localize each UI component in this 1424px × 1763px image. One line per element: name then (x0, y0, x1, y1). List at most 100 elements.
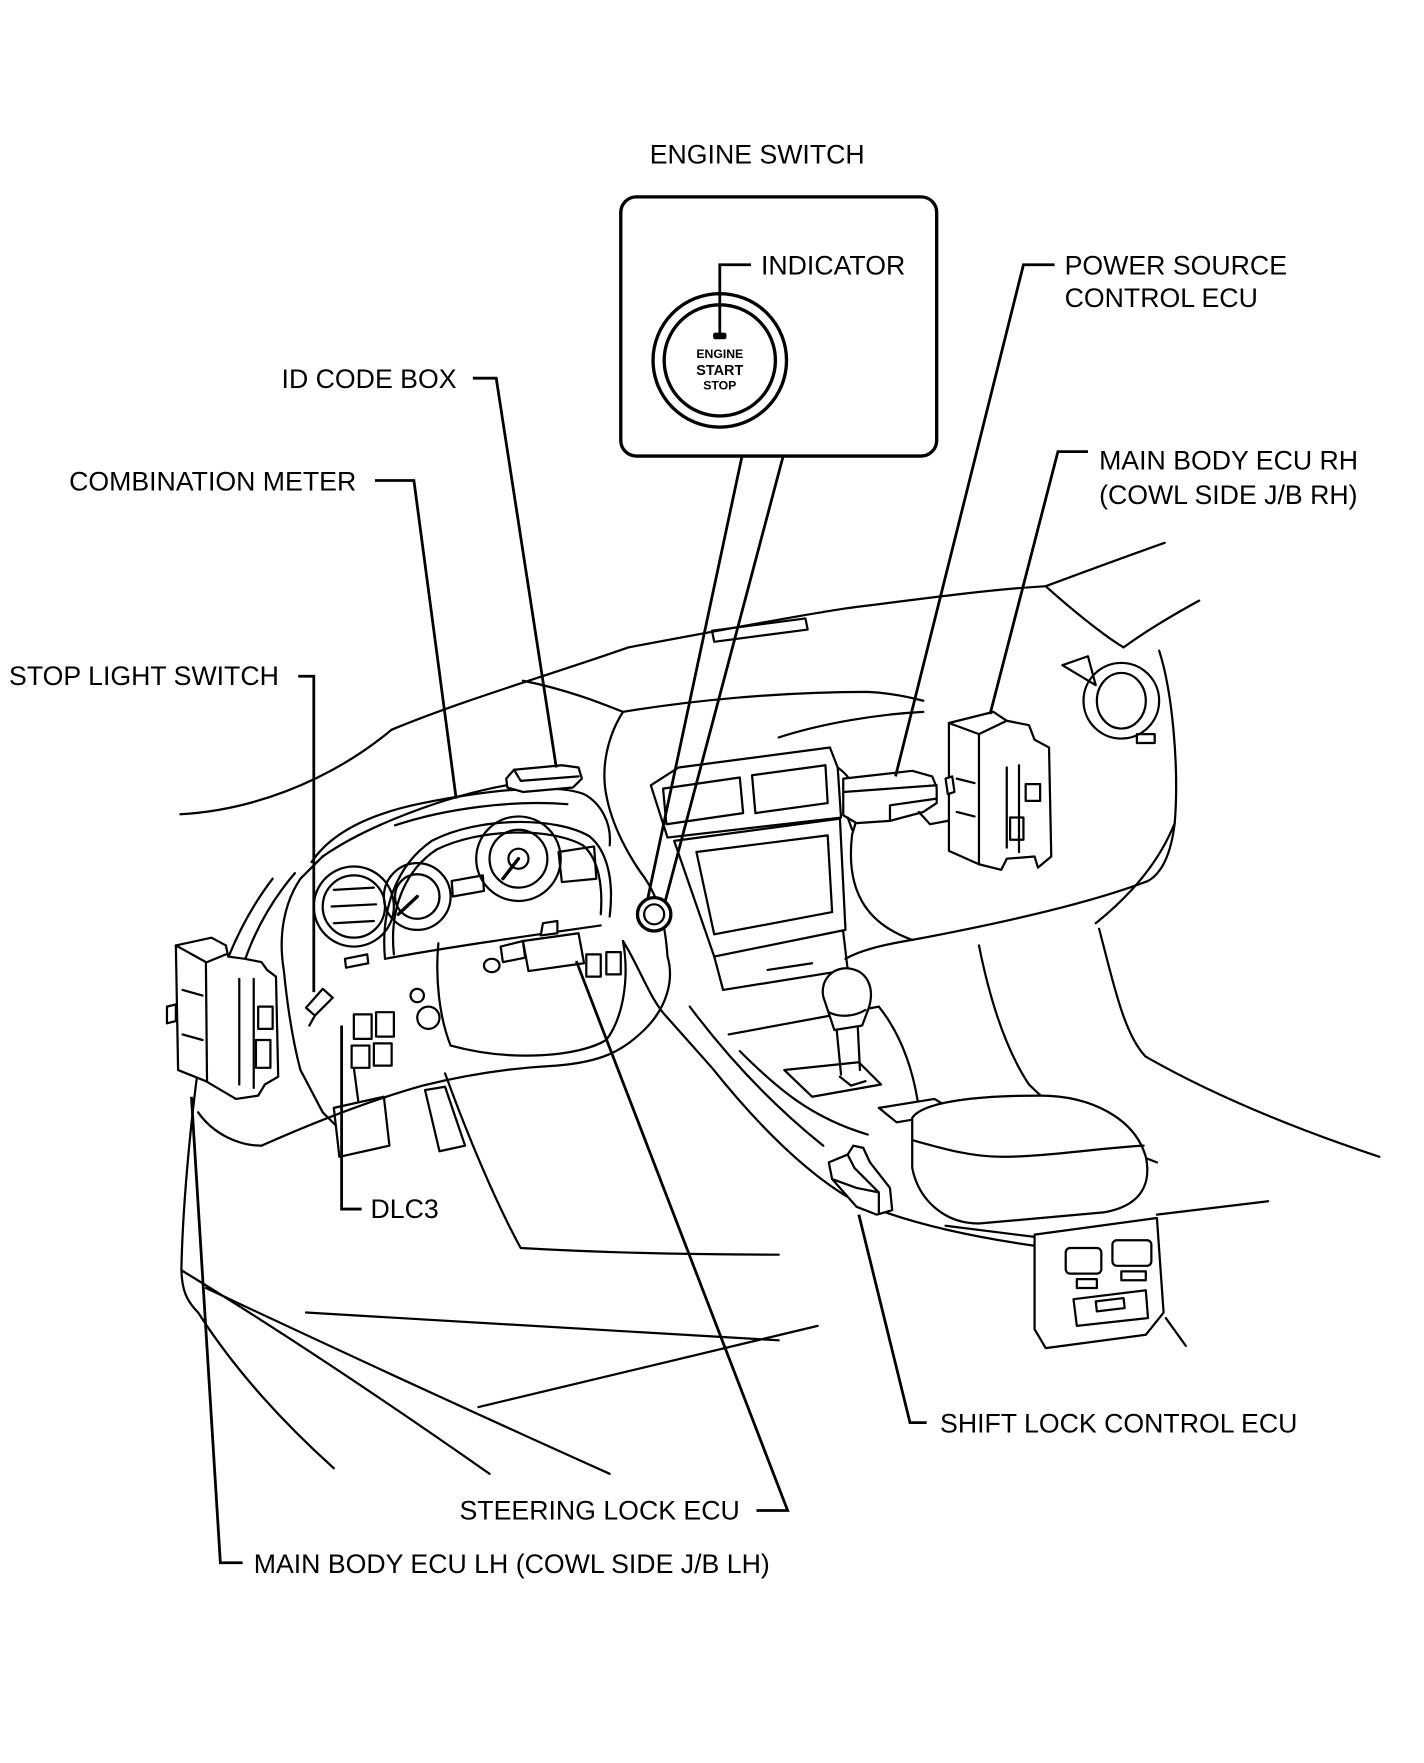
right-side-vent-inner (1095, 671, 1147, 730)
center-vent-right (750, 764, 829, 815)
steering-lock-ecu-bracket (499, 939, 527, 964)
right-dash-under-line (1094, 821, 1176, 925)
speedometer-inner (488, 828, 549, 889)
floor-mat-edge-2 (477, 1324, 819, 1409)
rear-vent-left (1064, 1246, 1103, 1275)
callout-main-body-ecu-lh: MAIN BODY ECU LH (COWL SIDE J/B LH) (190, 1096, 770, 1579)
callout-dlc3: DLC3 (340, 1025, 439, 1224)
engine-switch-dash-outer (635, 895, 673, 933)
shift-knob-boot-line (827, 1008, 867, 1017)
main-body-ecu-lh-tab (165, 1003, 177, 1025)
callout-shift-lock-control-ecu: SHIFT LOCK CONTROL ECU (857, 1214, 1297, 1439)
steering-lock-ecu (482, 919, 586, 974)
cluster-display-left (450, 874, 486, 898)
right-pillar-line (1122, 599, 1201, 649)
column-switch-1 (585, 953, 602, 978)
engine-switch-detail: ENGINE SWITCH ENGINE START STOP INDICATO… (619, 140, 939, 902)
dashboard-right-side (844, 585, 1381, 1347)
dashboard-left-side (180, 855, 672, 1314)
main-body-ecu-rh-tab (944, 775, 956, 796)
left-kick-panel-line (197, 1111, 263, 1147)
accelerator-pedal (423, 1085, 467, 1153)
stop-light-switch-part (304, 987, 334, 1017)
dash-knob (416, 1005, 441, 1030)
instrument-cluster (310, 784, 613, 960)
shift-knob (821, 967, 873, 1032)
engine-switch-title: ENGINE SWITCH (650, 140, 865, 170)
console-base-line (944, 1224, 1036, 1238)
label-main-body-ecu-lh: MAIN BODY ECU LH (COWL SIDE J/B LH) (254, 1549, 770, 1579)
dash-switch-4 (372, 1042, 393, 1067)
lower-center-panel (713, 930, 849, 992)
main-body-ecu-rh (944, 710, 1053, 871)
power-source-ecu-bracket (846, 810, 949, 831)
cluster-ring-outer (383, 820, 613, 960)
dashboard-top (179, 541, 1166, 816)
label-stop-light-switch: STOP LIGHT SWITCH (9, 661, 279, 691)
callout-combination-meter: COMBINATION METER (69, 467, 458, 799)
button-text-engine: ENGINE (696, 347, 743, 361)
shift-gate-slot (838, 1075, 867, 1087)
callout-steering-lock-ecu: STEERING LOCK ECU (460, 960, 790, 1525)
main-body-ecu-lh-connector-2 (254, 1038, 272, 1069)
main-body-ecu-lh (165, 936, 280, 1101)
leader-steering-lock-ecu (575, 960, 790, 1512)
door-sill-line-2 (204, 1286, 611, 1475)
right-door-line (1097, 927, 1381, 1158)
door-sill-line-1 (180, 1269, 491, 1475)
label-shift-lock-control-ecu: SHIFT LOCK CONTROL ECU (940, 1409, 1297, 1439)
defroster-vent (710, 617, 809, 643)
right-dash-tab (1135, 733, 1156, 745)
lower-center-panel-slot (766, 962, 814, 972)
leader-id-code-box (472, 376, 558, 768)
engine-switch-callout-line-left (646, 455, 744, 901)
shift-gate (783, 1061, 883, 1098)
center-lower-link (621, 939, 669, 1019)
engine-switch-on-dash (635, 895, 673, 933)
speedometer-needle (501, 857, 521, 881)
left-side-vent-inner (321, 874, 387, 939)
leader-power-source-control-ecu (894, 263, 1055, 777)
console-rear-face (1033, 1216, 1165, 1350)
right-dash-end-face (1146, 649, 1178, 883)
dashboard-top-edge (390, 585, 1047, 731)
right-floor-line (1155, 1200, 1270, 1216)
callout-id-code-box: ID CODE BOX (282, 364, 558, 768)
steering-column-cutout (436, 939, 627, 1057)
shift-lock-ecu-body (827, 1144, 894, 1216)
speedometer-hub (507, 847, 530, 870)
cluster-display-right (557, 845, 598, 884)
console-top-right-edge (877, 1005, 919, 1103)
left-door-edge (180, 877, 274, 1314)
cluster-bottom-edge (383, 924, 602, 960)
label-power-source-line2: CONTROL ECU (1065, 283, 1258, 313)
leader-main-body-ecu-lh (190, 1096, 243, 1565)
callout-power-source-control-ecu: POWER SOURCE CONTROL ECU (894, 251, 1287, 777)
shift-lock-ecu-edges (831, 1153, 880, 1214)
cluster-hood-top (321, 784, 508, 858)
right-side-vent-outer (1082, 661, 1161, 740)
leader-dlc3 (340, 1025, 362, 1211)
right-dash-lower-edge (844, 879, 1150, 960)
callout-main-body-ecu-rh: MAIN BODY ECU RH (COWL SIDE J/B RH) (988, 445, 1358, 715)
main-body-ecu-lh-edges (174, 944, 255, 1089)
shift-lock-control-ecu (827, 1144, 894, 1216)
component-labels: POWER SOURCE CONTROL ECU ID CODE BOX MAI… (9, 251, 1358, 1579)
cluster-hood-inner (393, 801, 569, 827)
rear-ashtray-inner (1094, 1296, 1126, 1313)
rear-vent-right (1111, 1239, 1153, 1267)
dashboard-center-contour (777, 710, 925, 739)
stop-light-switch-plunger (308, 1014, 317, 1027)
windshield-base-right-line (1044, 541, 1166, 588)
main-body-ecu-lh-body (174, 936, 280, 1101)
label-power-source-line1: POWER SOURCE (1065, 251, 1287, 281)
console-lower-left-line (688, 1005, 825, 1147)
dash-switch-1 (352, 1013, 373, 1041)
pedal-arm (352, 1066, 360, 1103)
rear-switch-right (1120, 1270, 1147, 1282)
display-screen (695, 834, 834, 936)
label-dlc3: DLC3 (371, 1194, 439, 1224)
steering-lock-ecu-body (521, 932, 586, 973)
tachometer-inner (393, 873, 441, 920)
